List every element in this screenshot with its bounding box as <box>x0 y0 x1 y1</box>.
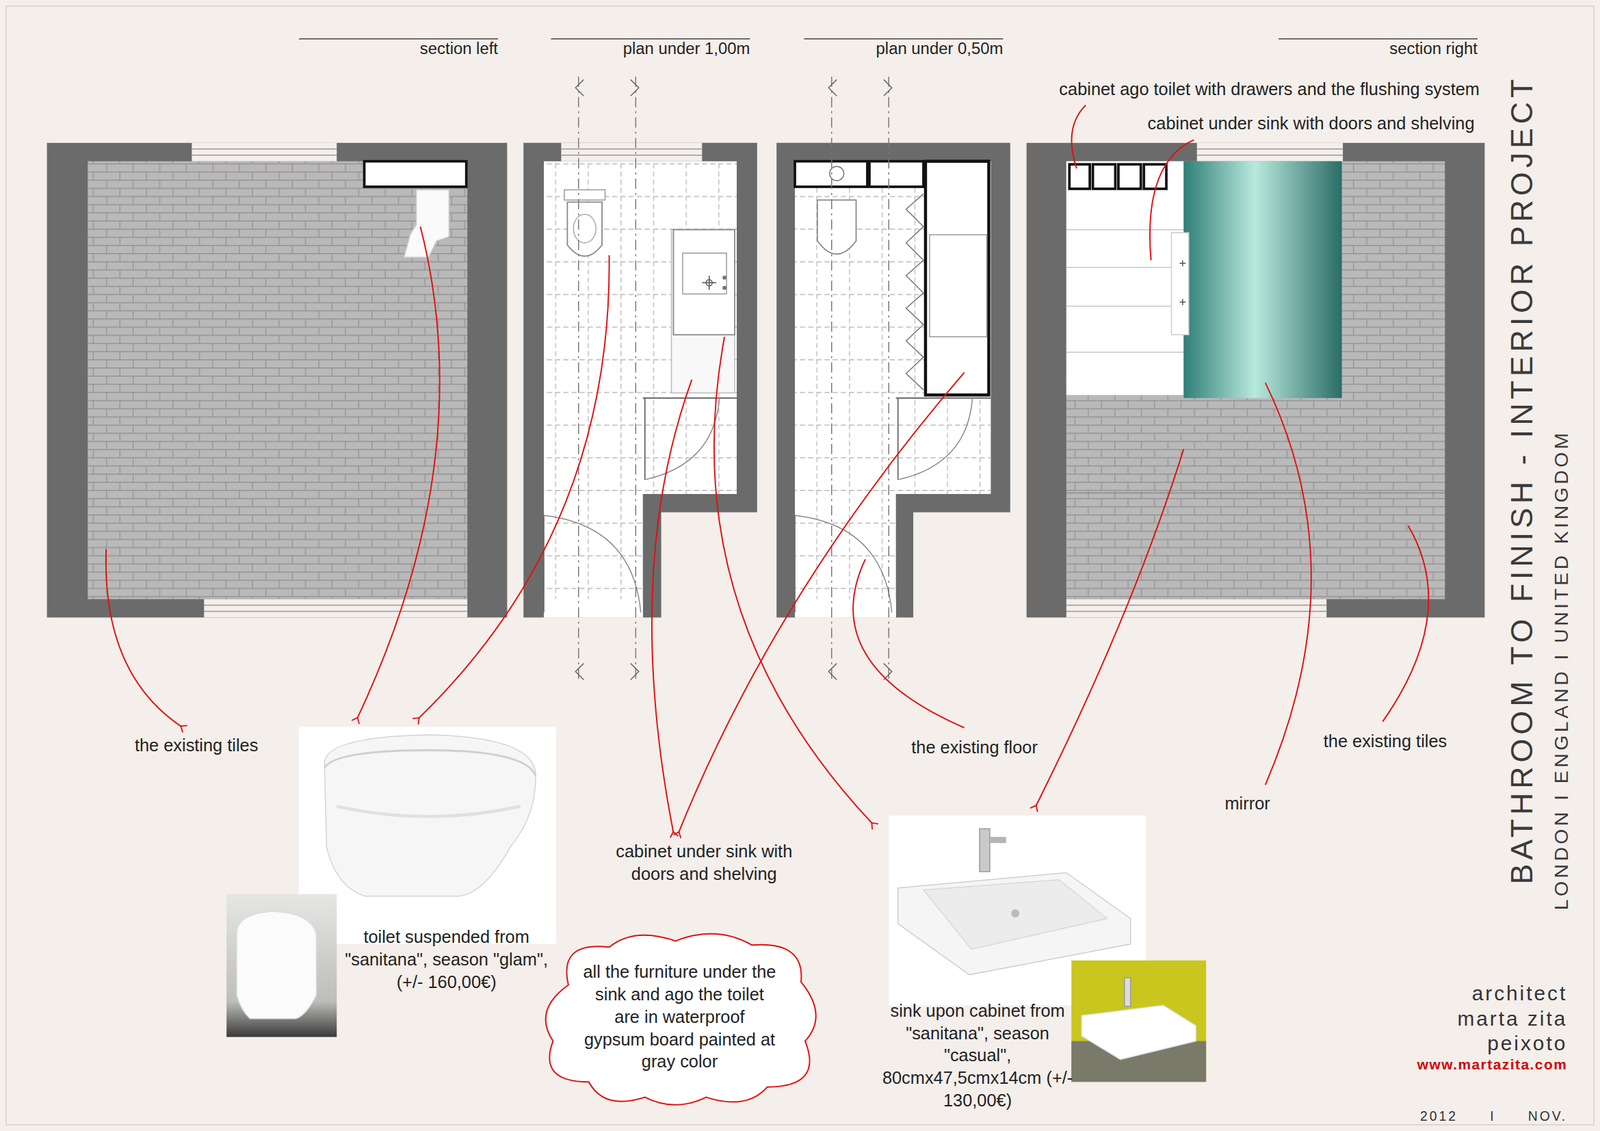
product-caption: sink upon cabinet from "sanitana", seaso… <box>875 1000 1080 1113</box>
sheet-frame <box>6 6 1594 1125</box>
date-label: 2012 I NOV. <box>1326 1107 1568 1125</box>
callout-label: mirror <box>1203 792 1291 816</box>
plan-one-metre <box>523 142 758 618</box>
leader-lines <box>106 105 1429 834</box>
section-cut-lines <box>578 76 889 683</box>
callout-label: the existing tiles <box>1290 730 1480 754</box>
callout-label: cabinet under sink with doors and shelvi… <box>1060 113 1475 137</box>
view-heading: section right <box>1278 37 1478 59</box>
section-left <box>47 142 508 618</box>
author-label: peixoto <box>1326 1029 1568 1057</box>
sheet-title: BATHROOM TO FINISH - INTERIOR PROJECT <box>1504 75 1540 885</box>
view-heading: plan under 0,50m <box>803 37 1003 59</box>
mirror-glass <box>1183 161 1342 399</box>
callout-label: the existing floor <box>882 736 1067 760</box>
product-caption: toilet suspended from "sanitana", season… <box>342 926 552 994</box>
website-label: www.martazita.com <box>1326 1054 1568 1074</box>
plan-half-metre <box>776 142 1011 618</box>
author-label: marta zita <box>1326 1004 1568 1032</box>
callout-label: the existing tiles <box>101 734 291 758</box>
callout-label: cabinet under sink with doors and shelvi… <box>591 840 817 886</box>
section-right <box>1026 142 1486 618</box>
note-cloud: all the furniture under the sink and ago… <box>537 928 822 1107</box>
location-label: LONDON I ENGLAND I UNITED KINGDOM <box>1548 429 1575 910</box>
heading-rules <box>298 38 1478 39</box>
view-heading: plan under 1,00m <box>551 37 751 59</box>
view-heading: section left <box>298 37 498 59</box>
author-label: architect <box>1326 979 1568 1007</box>
toilet-photo <box>226 726 557 1037</box>
note-text: all the furniture under the sink and ago… <box>582 961 777 1074</box>
callout-label: cabinet ago toilet with drawers and the … <box>959 78 1480 102</box>
